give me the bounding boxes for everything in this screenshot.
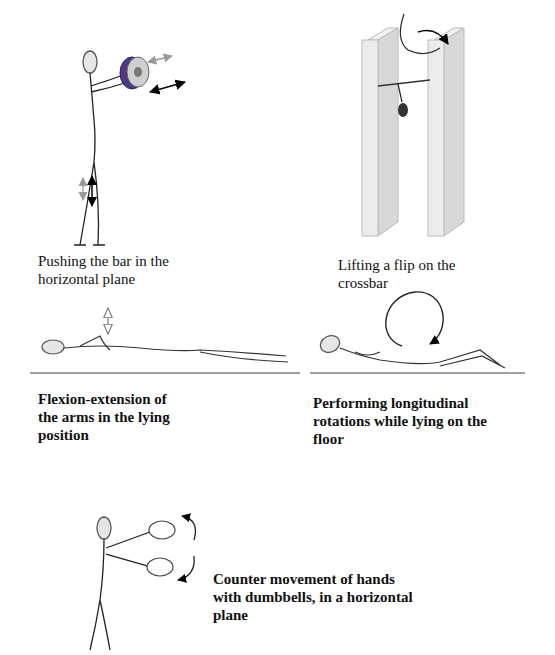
rotation-arrow — [418, 31, 448, 45]
exercise-caption: Performing longitudinal rotations while … — [313, 394, 518, 448]
reclining-figure — [318, 333, 505, 368]
flip-figure — [400, 14, 440, 54]
post-front — [428, 40, 444, 236]
head — [398, 103, 408, 117]
exercise-caption: Pushing the bar in the horizontal plane — [38, 252, 213, 288]
arm — [80, 336, 110, 350]
arms — [106, 532, 150, 566]
disc-face — [127, 57, 149, 87]
exercise-caption: Lifting a flip on the crossbar — [338, 256, 503, 292]
crossbar — [378, 80, 430, 86]
motion-arrow — [178, 556, 194, 580]
body — [80, 73, 99, 245]
motion-arrow — [148, 56, 172, 62]
post-front — [362, 40, 378, 236]
arm — [355, 352, 380, 355]
body — [64, 346, 288, 362]
body — [90, 539, 110, 650]
floor-line — [30, 372, 300, 373]
post-side — [378, 28, 398, 236]
motion-arrow — [82, 178, 83, 200]
body — [340, 348, 505, 368]
disc-hub — [134, 67, 142, 77]
head — [97, 517, 111, 539]
motion-arrow — [150, 82, 185, 92]
standing-figure — [90, 517, 150, 650]
feet — [74, 244, 105, 245]
dumbbell — [149, 521, 175, 539]
floor-line — [310, 372, 525, 373]
bar-disc — [120, 57, 149, 89]
motion-arrow — [91, 176, 93, 206]
motion-arrow — [182, 516, 196, 540]
motion-arrow — [107, 308, 108, 334]
crossbar-frame — [362, 28, 464, 236]
lying-figure — [42, 336, 288, 362]
exercise-caption: Counter movement of hands with dumbbells… — [213, 570, 418, 624]
dumbbell — [147, 558, 173, 576]
rotation-arrow — [386, 292, 443, 346]
head — [42, 340, 64, 354]
post-side — [444, 28, 464, 236]
hanging-figure — [398, 84, 402, 102]
head — [83, 51, 97, 73]
head — [318, 333, 343, 356]
exercise-caption: Flexion-extension of the arms in the lyi… — [38, 390, 188, 444]
standing-figure — [74, 51, 128, 245]
